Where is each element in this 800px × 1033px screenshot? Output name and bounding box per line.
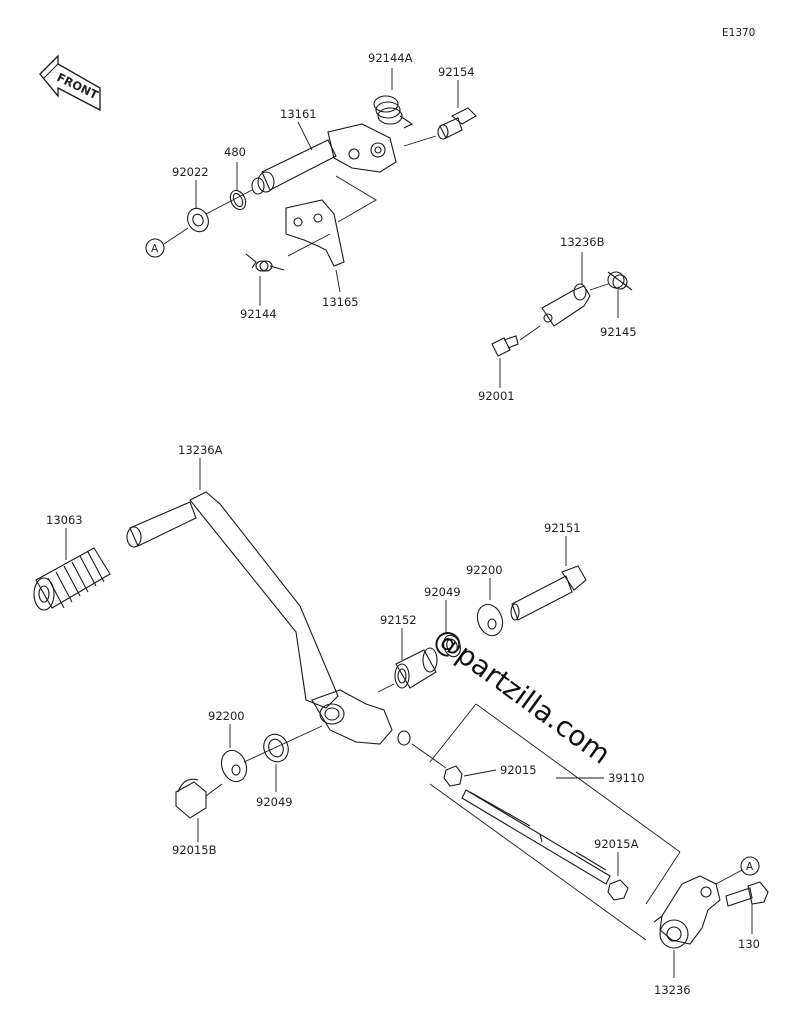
clip-92145 bbox=[607, 271, 633, 291]
callout-13165: 13165 bbox=[322, 295, 359, 309]
collar-92152 bbox=[394, 647, 438, 689]
nut-92015A bbox=[607, 879, 629, 901]
callout-130: 130 bbox=[738, 937, 760, 951]
stud-bolt-92154 bbox=[437, 107, 477, 140]
nut-92015 bbox=[443, 765, 463, 787]
callout-92145: 92145 bbox=[600, 325, 637, 339]
callout-13236B: 13236B bbox=[560, 235, 605, 249]
torsion-spring-92144A bbox=[373, 95, 414, 129]
callout-92015A: 92015A bbox=[594, 837, 639, 851]
spring-92144 bbox=[245, 253, 285, 272]
tie-rod bbox=[461, 789, 611, 885]
shift-shaft-13161 bbox=[251, 123, 397, 195]
reference-a-marker-lower bbox=[740, 856, 760, 876]
seal-92049-upper bbox=[443, 634, 461, 658]
lever-13236 bbox=[653, 875, 721, 949]
callout-13236A: 13236A bbox=[178, 443, 223, 457]
callout-92152: 92152 bbox=[380, 613, 417, 627]
front-arrow-icon: FRONT bbox=[39, 54, 101, 112]
acorn-nut-92015B bbox=[175, 778, 207, 819]
callout-92001: 92001 bbox=[478, 389, 515, 403]
circlip-480 bbox=[229, 189, 247, 211]
callout-13161: 13161 bbox=[280, 107, 317, 121]
callout-480: 480 bbox=[224, 145, 246, 159]
shift-pedal-13236A bbox=[126, 491, 411, 746]
lever-13236B bbox=[541, 283, 591, 327]
callout-92022: 92022 bbox=[172, 165, 209, 179]
reference-a-label: A bbox=[151, 243, 159, 255]
callout-92200-lower: 92200 bbox=[208, 709, 245, 723]
callout-92144: 92144 bbox=[240, 307, 277, 321]
washer-92200-upper bbox=[476, 603, 504, 637]
callout-13236: 13236 bbox=[654, 983, 691, 997]
washer-92022 bbox=[187, 207, 209, 233]
callout-92015B: 92015B bbox=[172, 843, 217, 857]
callout-92049-lower: 92049 bbox=[256, 795, 293, 809]
bolt-130 bbox=[725, 881, 769, 907]
pedal-rubber-13063 bbox=[33, 547, 111, 611]
callout-92144A: 92144A bbox=[368, 51, 413, 65]
bolt-92151 bbox=[510, 565, 587, 621]
bolt-92001 bbox=[491, 335, 519, 357]
callout-92154: 92154 bbox=[438, 65, 475, 79]
callout-39110: 39110 bbox=[608, 771, 645, 785]
seal-92049-lower bbox=[263, 733, 289, 763]
partzilla-watermark: @partzilla.com bbox=[428, 621, 617, 771]
callout-92151: 92151 bbox=[544, 521, 581, 535]
callout-13063: 13063 bbox=[46, 513, 83, 527]
plate-13165 bbox=[285, 199, 345, 267]
callout-92049-upper: 92049 bbox=[424, 585, 461, 599]
reference-a-marker bbox=[145, 238, 165, 258]
diagram-code: E1370 bbox=[722, 27, 755, 39]
callout-92015: 92015 bbox=[500, 763, 537, 777]
washer-92200-lower bbox=[220, 749, 248, 783]
reference-a-label-lower: A bbox=[746, 861, 754, 873]
callout-92200-upper: 92200 bbox=[466, 563, 503, 577]
